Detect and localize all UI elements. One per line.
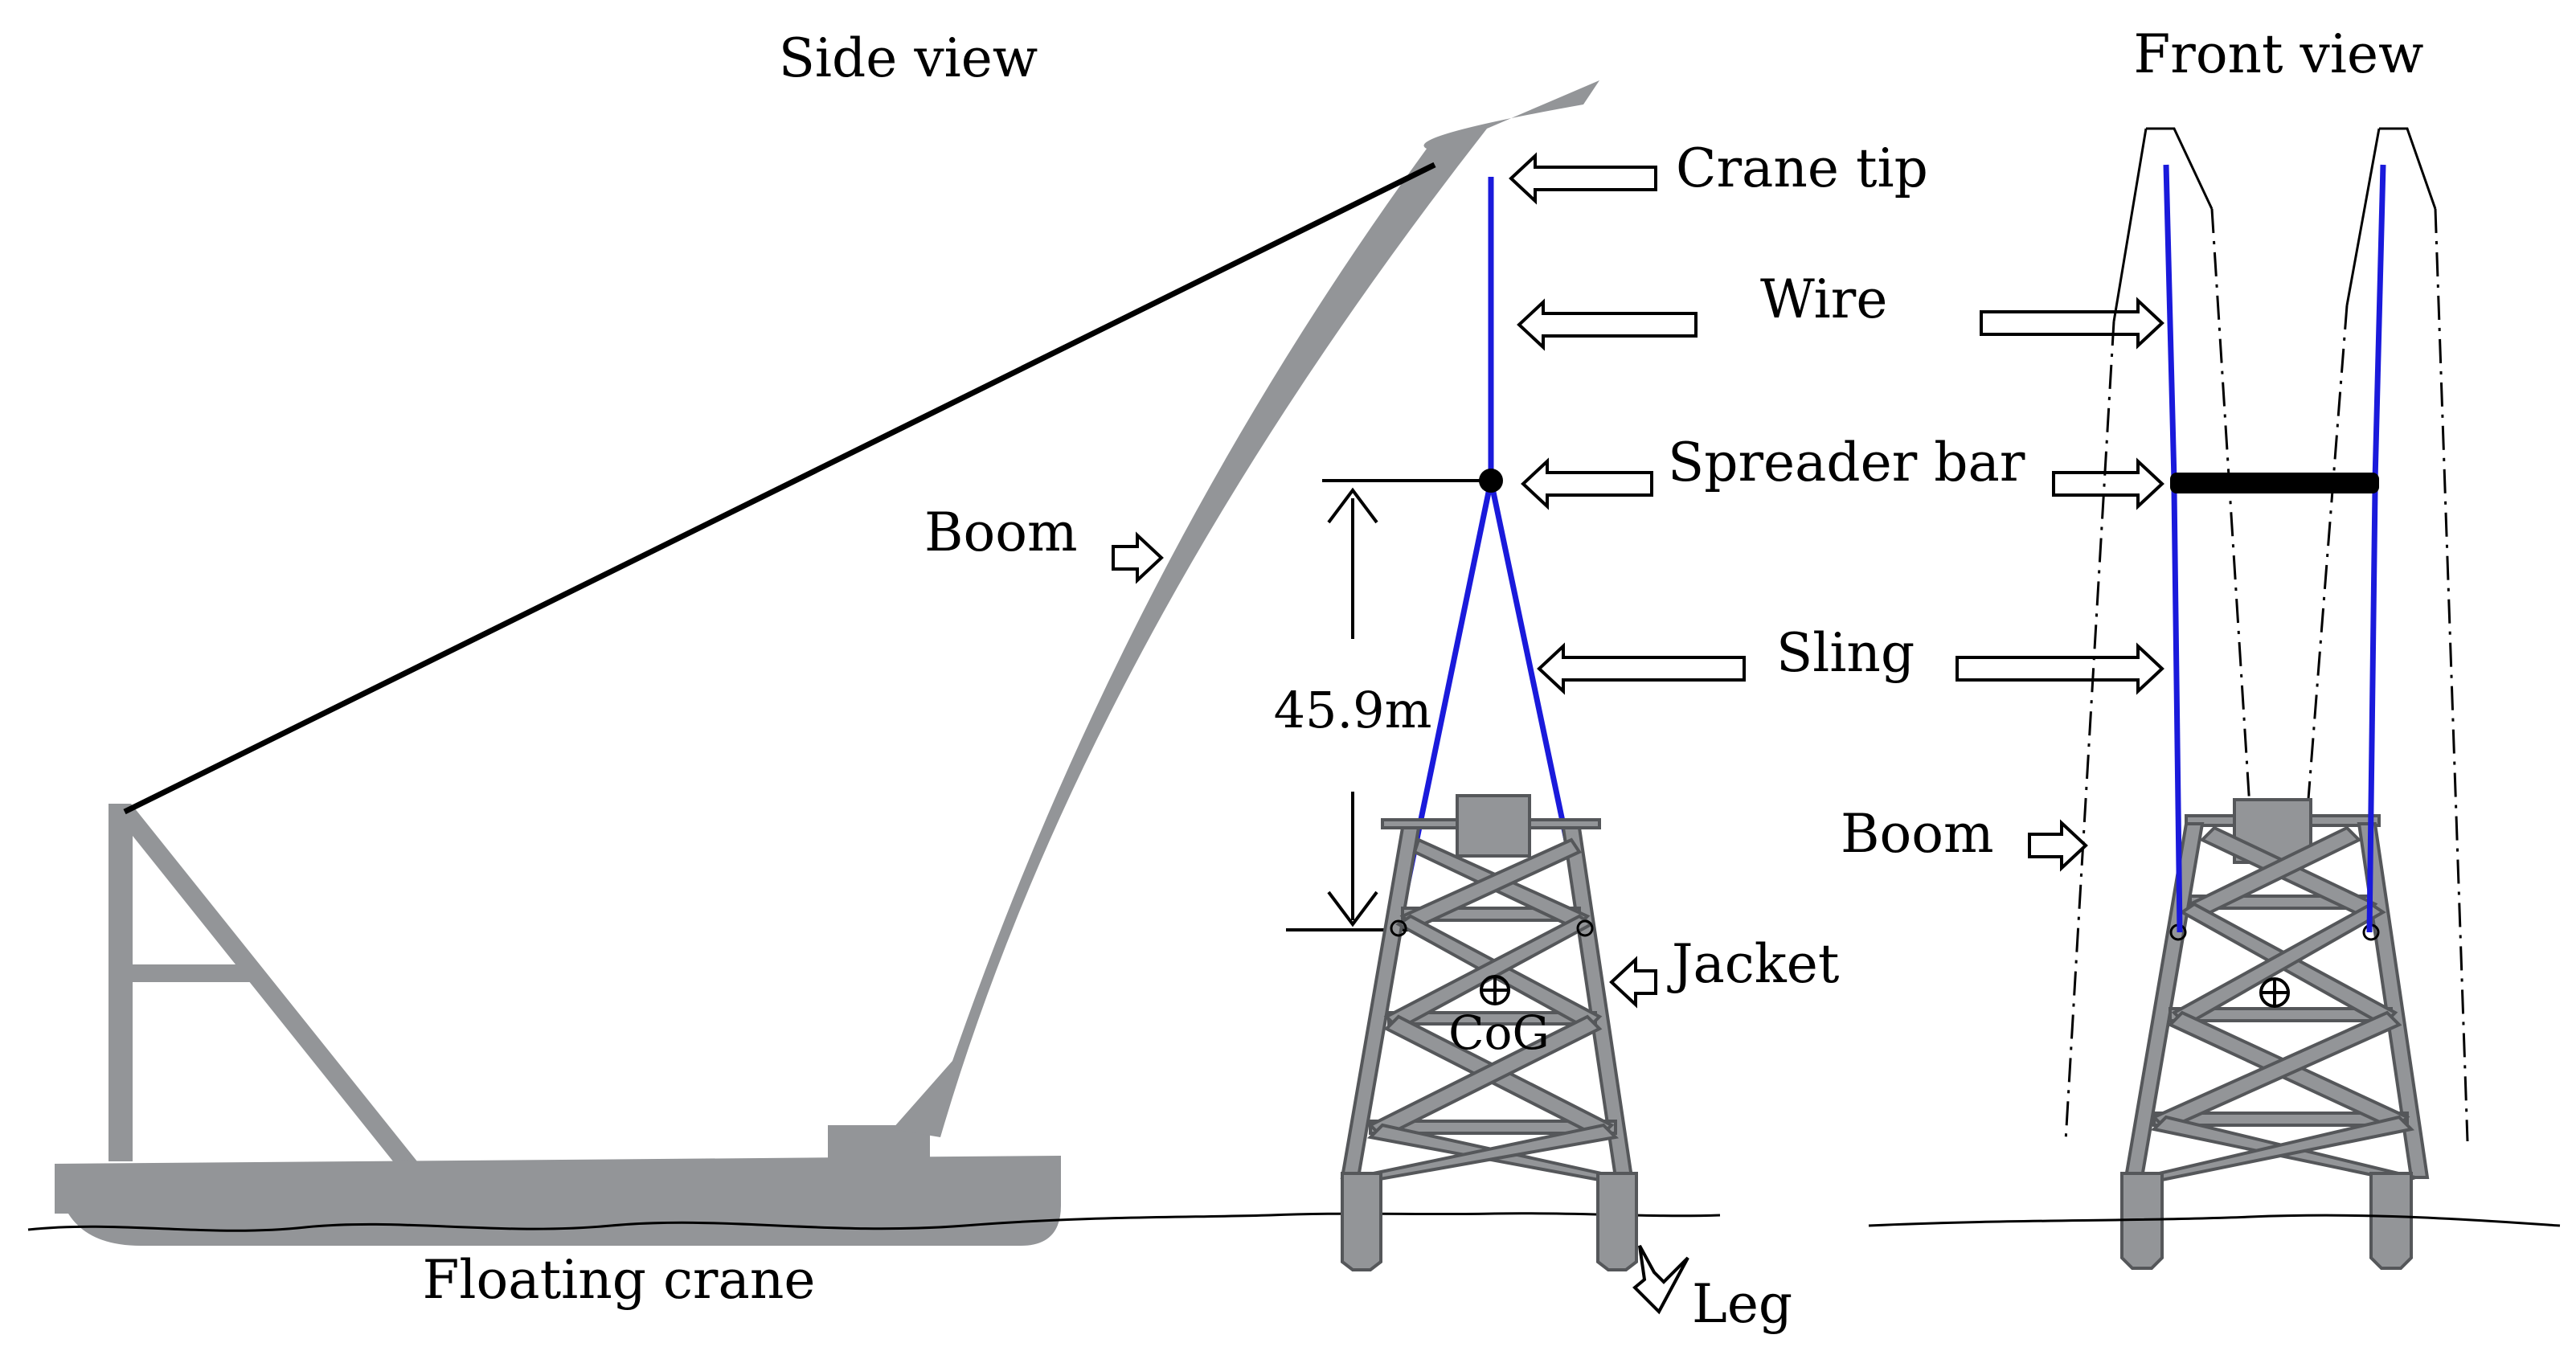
wire-label: Wire xyxy=(1760,268,1887,330)
boom-label-side: Boom xyxy=(924,502,1078,563)
spreader-bar-arrow-side xyxy=(1521,457,1653,510)
sea-surface-side xyxy=(27,1212,1721,1232)
crane-tip-arrow xyxy=(1509,152,1657,205)
wire-arrow-front xyxy=(1980,297,2164,350)
leg-pile-side-right xyxy=(1596,1172,1638,1271)
sling-front-right xyxy=(2366,489,2378,933)
boom-outline-right-top xyxy=(2379,127,2437,210)
side-view-title: Side view xyxy=(779,27,1038,89)
jacket-side xyxy=(1340,794,1634,1184)
crane-tip-label: Crane tip xyxy=(1676,137,1928,199)
front-view xyxy=(2064,127,2469,1142)
top-module-side xyxy=(1456,794,1531,858)
spreader-bar-side xyxy=(1479,469,1503,493)
cog-marker-side xyxy=(1480,975,1510,1005)
floating-crane-label: Floating crane xyxy=(423,1249,816,1311)
boom-pendant-line xyxy=(123,162,1436,815)
sling-label: Sling xyxy=(1776,622,1915,684)
boom-label-front: Boom xyxy=(1841,803,1994,865)
leg-pile-front-right xyxy=(2369,1172,2413,1270)
sea-surface-front xyxy=(1868,1214,2561,1227)
sling-arrow-side xyxy=(1537,642,1746,695)
jacket-front xyxy=(2123,798,2430,1184)
boom-arrow-side xyxy=(1112,531,1164,584)
wire-arrow-side xyxy=(1517,298,1698,351)
spreader-bar-arrow-front xyxy=(2052,457,2164,510)
wire-front-right xyxy=(2372,164,2386,481)
height-dimension: 45.9m xyxy=(1274,479,1487,931)
barge-hull xyxy=(55,1156,1061,1246)
sling-front-left xyxy=(2171,489,2183,933)
spreader-bar-label: Spreader bar xyxy=(1668,432,2025,493)
boom-arrow-front xyxy=(2028,819,2088,872)
spreader-bar-front xyxy=(2170,473,2379,493)
a-frame xyxy=(109,804,430,1177)
sling-arrow-front xyxy=(1956,642,2164,695)
leg-arrow xyxy=(1632,1245,1689,1315)
jacket-arrow xyxy=(1609,956,1657,1009)
leg-pile-side-left xyxy=(1341,1172,1382,1271)
boom-outline-left-top xyxy=(2146,127,2214,210)
front-view-title: Front view xyxy=(2133,23,2423,85)
leg-label: Leg xyxy=(1692,1273,1792,1335)
height-dimension-label: 45.9m xyxy=(1274,681,1432,739)
a-frame-crossbar xyxy=(121,964,253,982)
leg-pile-front-left xyxy=(2120,1172,2164,1270)
wire-front-left xyxy=(2163,164,2177,481)
jacket-label: Jacket xyxy=(1667,933,1839,995)
cog-label: CoG xyxy=(1448,1005,1550,1060)
floating-crane xyxy=(55,80,1599,1246)
boom xyxy=(892,80,1599,1137)
cog-marker-front xyxy=(2259,977,2290,1008)
